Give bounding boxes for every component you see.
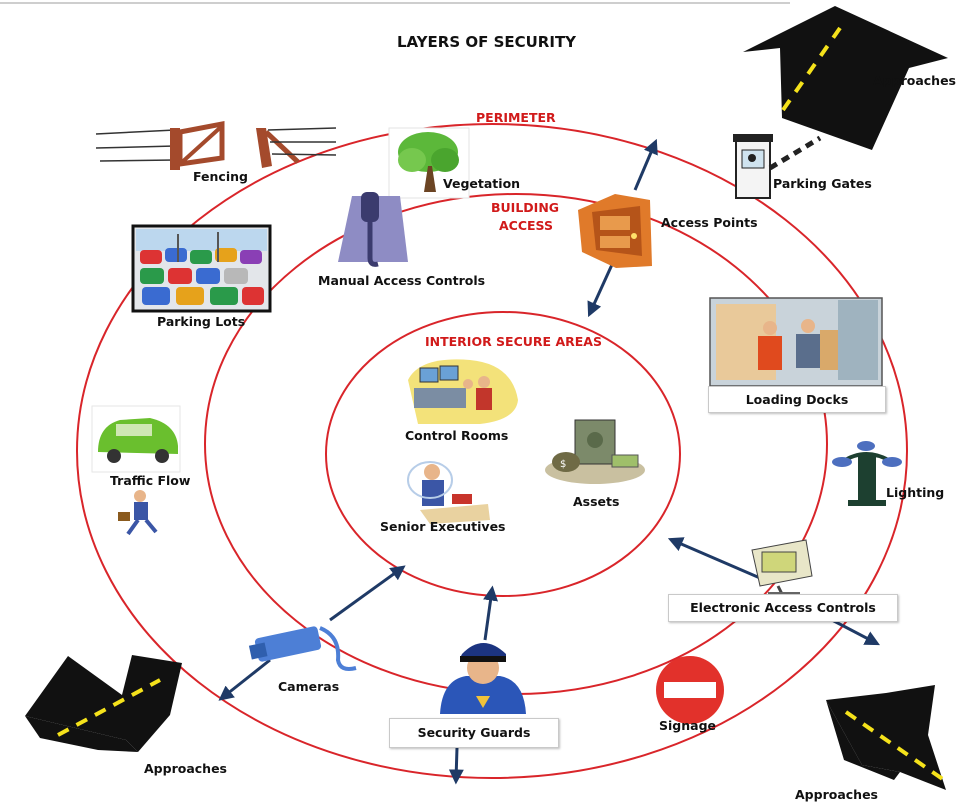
parking-gate-icon: [733, 134, 822, 199]
senior-executives-label: Senior Executives: [380, 519, 506, 534]
assets-label: Assets: [573, 494, 620, 509]
parking-lots-label: Parking Lots: [157, 314, 246, 329]
building-access-label-line1: BUILDING: [491, 200, 560, 215]
svg-text:$: $: [560, 459, 566, 470]
arrow-access-perimeter: [633, 138, 658, 191]
parking-lot-image: [131, 224, 272, 313]
cameras-label: Cameras: [278, 679, 340, 694]
security-guard-icon: [440, 643, 526, 714]
manual-access-controls-icon: [338, 192, 408, 267]
parking-gates-label: Parking Gates: [773, 176, 872, 191]
perimeter-ring: [76, 123, 908, 779]
traffic-flow-label: Traffic Flow: [110, 473, 191, 488]
arrow-guards-interior: [483, 585, 498, 641]
street-lamp-icon: [832, 441, 902, 506]
diagram-title: LAYERS OF SECURITY: [396, 33, 577, 51]
approaches-top-right-label: Approaches: [873, 73, 956, 88]
arrow-eac-perimeter: [831, 618, 880, 646]
fencing-label: Fencing: [193, 169, 248, 184]
arrow-cameras-interior: [329, 565, 406, 622]
keypad-icon: [751, 539, 813, 598]
approach-arrow-top-right-icon: [743, 6, 948, 150]
building-access-label-line2: ACCESS: [499, 218, 554, 233]
vegetation-icon: [388, 127, 470, 199]
approaches-bottom-right-label: Approaches: [795, 787, 878, 802]
walking-man-icon: [118, 490, 158, 536]
no-entry-sign-icon: [656, 656, 724, 724]
arrow-guards-perimeter: [448, 747, 464, 785]
electronic-access-controls-label: Electronic Access Controls: [668, 594, 898, 622]
security-guards-label: Security Guards: [389, 718, 559, 748]
manual-access-controls-label: Manual Access Controls: [318, 273, 486, 288]
control-rooms-label: Control Rooms: [405, 428, 509, 443]
perimeter-label: PERIMETER: [476, 110, 556, 125]
car-icon: [91, 405, 181, 473]
interior-label: INTERIOR SECURE AREAS: [425, 334, 602, 349]
loading-dock-image: [709, 297, 883, 387]
door-icon: [578, 194, 652, 268]
approach-arrow-bottom-right-icon: [826, 685, 946, 790]
approach-arrow-bottom-left-icon: [25, 655, 182, 752]
camera-icon: [248, 626, 357, 671]
arrow-cameras-perimeter: [218, 658, 271, 701]
senior-executive-icon: [407, 461, 490, 524]
signage-label: Signage: [659, 718, 716, 733]
assets-icon: $: [545, 419, 645, 484]
control-room-icon: [408, 359, 518, 424]
lighting-label: Lighting: [886, 485, 945, 500]
interior-ring: [325, 311, 681, 597]
arrow-access-interior: [587, 257, 617, 318]
arrow-eac-interior: [667, 537, 761, 580]
access-points-label: Access Points: [661, 215, 758, 230]
loading-docks-label: Loading Docks: [708, 386, 886, 413]
vegetation-label: Vegetation: [443, 176, 521, 191]
approaches-bottom-left-label: Approaches: [144, 761, 227, 776]
fencing-icon: [95, 120, 337, 170]
